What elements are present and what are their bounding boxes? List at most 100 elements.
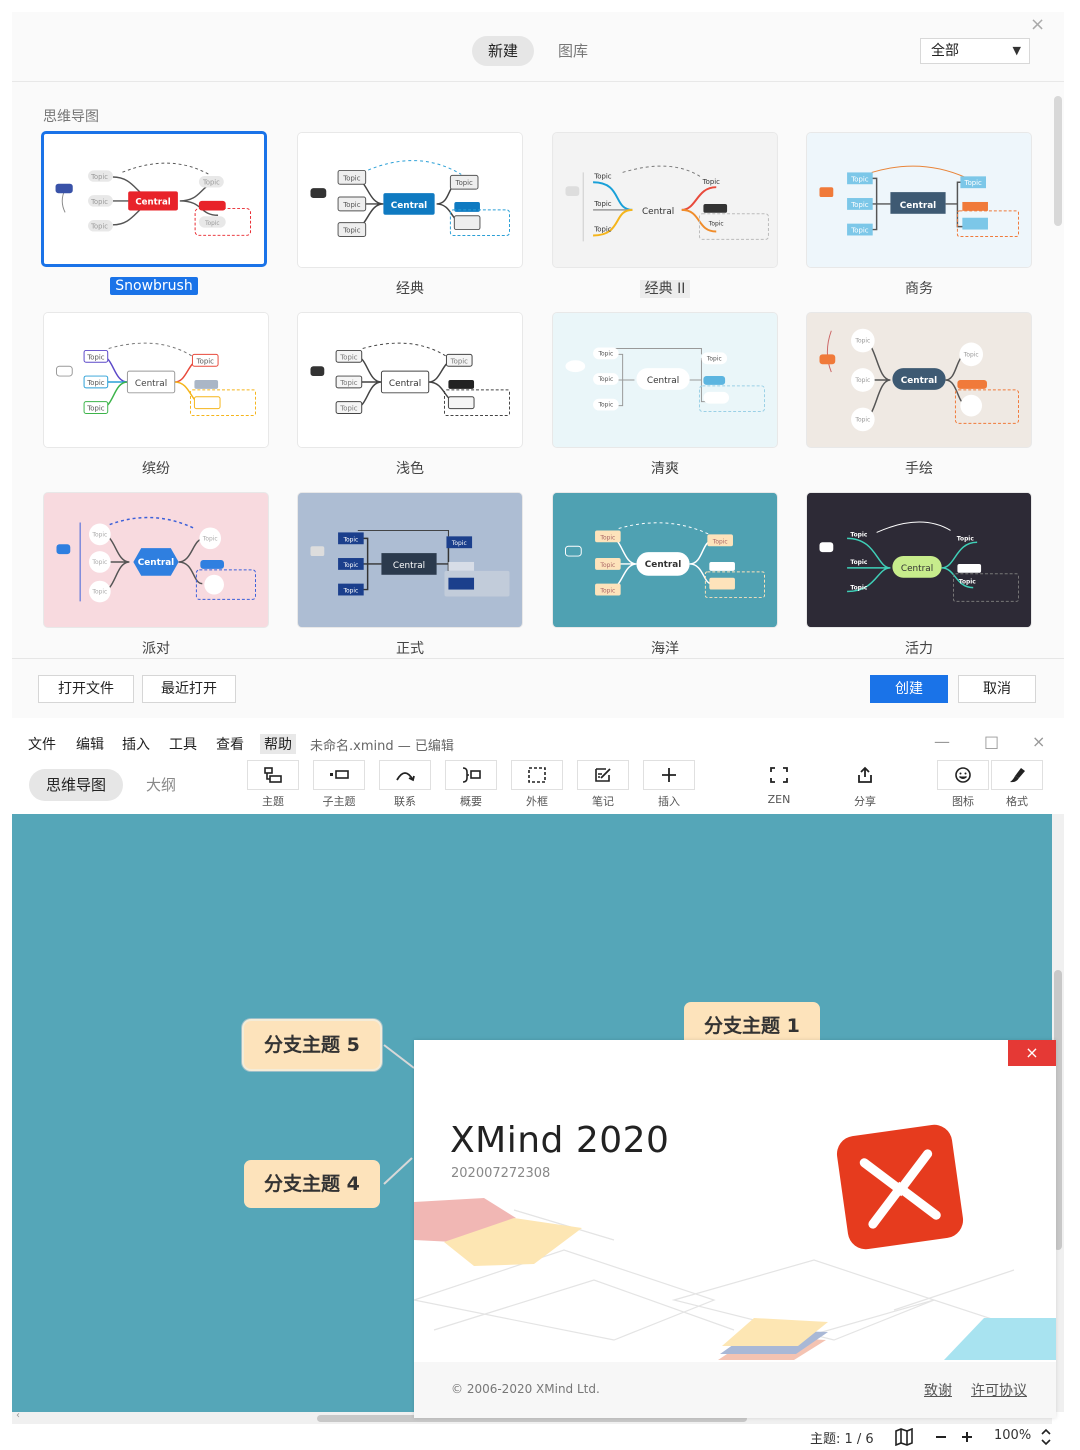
svg-text:Topic: Topic	[86, 405, 105, 413]
tab-mind-map[interactable]: 思维导图	[29, 769, 124, 801]
format-panel-button[interactable]: 格式	[990, 760, 1044, 809]
minimize-icon[interactable]: —	[934, 732, 950, 751]
scrollbar-thumb[interactable]	[1054, 970, 1062, 1250]
close-window-icon[interactable]: ×	[1032, 732, 1046, 751]
dialog-header: 新建 图库 全部 ▼ ×	[12, 12, 1064, 82]
license-link[interactable]: 许可协议	[971, 1383, 1027, 1399]
close-icon[interactable]: ×	[1008, 1040, 1056, 1066]
template-card-formal[interactable]: Topic Topic Topic Topic Central	[297, 492, 523, 628]
svg-text:Topic: Topic	[706, 356, 722, 362]
menu-file[interactable]: 文件	[28, 737, 56, 753]
template-card-colorful[interactable]: Topic Topic Topic Topic Central	[43, 312, 269, 448]
menu-tools[interactable]: 工具	[169, 737, 197, 753]
zoom-stepper-icon[interactable]	[1040, 1427, 1052, 1447]
open-file-button[interactable]: 打开文件	[38, 675, 134, 703]
subtopic-button[interactable]: 子主题	[312, 760, 366, 809]
tab-library[interactable]: 图库	[558, 42, 589, 60]
create-button[interactable]: 创建	[870, 675, 948, 703]
note-button[interactable]: 笔记	[576, 760, 630, 809]
chevron-down-icon: ▼	[1012, 44, 1021, 57]
dialog-footer: 打开文件 最近打开 创建 取消	[12, 658, 1064, 718]
scrollbar-thumb[interactable]	[1054, 96, 1062, 226]
svg-text:Topic: Topic	[957, 536, 975, 542]
summary-button[interactable]: 概要	[444, 760, 498, 809]
status-bar: 主题: 1 / 6 100%	[12, 1424, 1064, 1450]
share-button[interactable]: 分享	[838, 760, 892, 809]
template-card-classic-ii[interactable]: Topic Topic Topic Topic Topic Central	[552, 132, 778, 268]
topic-button[interactable]: 主题	[246, 760, 300, 809]
template-label-fresh[interactable]: 清爽	[651, 461, 679, 477]
template-label-business[interactable]: 商务	[905, 281, 933, 297]
zoom-level[interactable]: 100%	[994, 1428, 1032, 1443]
icon-panel-button[interactable]: 图标	[936, 760, 990, 809]
svg-text:Topic: Topic	[597, 403, 613, 409]
template-card-snowbrush[interactable]: Topic Topic Topic Topic Topic Central	[41, 131, 267, 267]
boundary-button[interactable]: 外框	[510, 760, 564, 809]
svg-text:Topic: Topic	[339, 353, 358, 361]
template-label-colorful[interactable]: 缤纷	[142, 461, 170, 477]
template-card-business[interactable]: Topic Topic Topic Topic Central	[806, 132, 1032, 268]
svg-text:Topic: Topic	[850, 532, 868, 538]
svg-text:Topic: Topic	[90, 223, 108, 231]
business-preview: Topic Topic Topic Topic Central	[807, 133, 1031, 267]
template-label-hand-drawn[interactable]: 手绘	[905, 461, 933, 477]
menu-insert[interactable]: 插入	[122, 737, 150, 753]
credits-link[interactable]: 致谢	[924, 1383, 952, 1399]
close-icon[interactable]: ×	[1030, 14, 1046, 35]
cancel-button[interactable]: 取消	[958, 675, 1036, 703]
zoom-in-icon[interactable]	[958, 1428, 976, 1446]
template-label-classic-ii[interactable]: 经典 II	[552, 278, 778, 298]
template-card-party[interactable]: Topic Topic Topic Topic Central	[43, 492, 269, 628]
template-label-snowbrush[interactable]: Snowbrush	[41, 277, 267, 295]
branch-topic-4[interactable]: 分支主题 4	[244, 1160, 380, 1208]
svg-text:Topic: Topic	[963, 352, 979, 358]
svg-text:Topic: Topic	[599, 563, 615, 569]
summary-icon	[462, 767, 481, 783]
filter-select[interactable]: 全部 ▼	[920, 38, 1030, 64]
menu-edit[interactable]: 编辑	[76, 737, 104, 753]
zen-label: ZEN	[767, 793, 791, 806]
template-card-vibrant[interactable]: Topic Topic Topic Topic Topic Central	[806, 492, 1032, 628]
build-number: 202007272308	[451, 1166, 551, 1181]
insert-button[interactable]: 插入	[642, 760, 696, 809]
template-label-vibrant[interactable]: 活力	[905, 641, 933, 657]
template-label-formal[interactable]: 正式	[396, 641, 424, 657]
chevron-left-icon[interactable]: ‹	[16, 1410, 20, 1421]
smiley-icon	[955, 767, 971, 783]
toolbar: 思维导图 大纲 主题 子主题 联系 概要 外框 笔记 插入	[12, 758, 1064, 814]
dialog-scrollbar[interactable]	[1052, 86, 1062, 656]
template-label-ocean[interactable]: 海洋	[651, 641, 679, 657]
template-card-light[interactable]: Topic Topic Topic Topic Central	[297, 312, 523, 448]
template-card-classic[interactable]: Topic Topic Topic Topic Central	[297, 132, 523, 268]
section-title: 思维导图	[43, 109, 99, 125]
menu-help[interactable]: 帮助	[260, 734, 296, 754]
svg-text:Topic: Topic	[959, 580, 977, 586]
svg-text:Topic: Topic	[854, 417, 870, 423]
svg-text:Topic: Topic	[342, 589, 358, 595]
zen-button[interactable]: ZEN	[752, 760, 806, 806]
vibrant-preview: Topic Topic Topic Topic Topic Central	[807, 493, 1031, 627]
colorful-preview: Topic Topic Topic Topic Central	[44, 313, 268, 447]
maximize-icon[interactable]: □	[984, 732, 1000, 751]
template-card-hand-drawn[interactable]: Topic Topic Topic Topic Central	[806, 312, 1032, 448]
relationship-button[interactable]: 联系	[378, 760, 432, 809]
tab-outline[interactable]: 大纲	[146, 776, 177, 794]
template-label-light[interactable]: 浅色	[396, 461, 424, 477]
scrollbar-thumb[interactable]	[317, 1415, 747, 1422]
splash-illustration	[414, 1198, 1056, 1360]
menu-view[interactable]: 查看	[216, 737, 244, 753]
formal-preview: Topic Topic Topic Topic Central	[298, 493, 522, 627]
recent-files-button[interactable]: 最近打开	[142, 675, 236, 703]
tab-new[interactable]: 新建	[472, 36, 535, 66]
svg-text:Topic: Topic	[597, 377, 613, 383]
map-book-icon[interactable]	[894, 1428, 914, 1446]
template-label-classic[interactable]: 经典	[396, 281, 424, 297]
template-card-fresh[interactable]: Topic Topic Topic Topic Central	[552, 312, 778, 448]
central-label: Central	[393, 561, 425, 571]
branch-topic-5[interactable]: 分支主题 5	[244, 1021, 380, 1069]
zoom-out-icon[interactable]	[932, 1428, 950, 1446]
subtopic-icon	[330, 770, 349, 779]
relationship-icon	[396, 772, 415, 782]
template-card-ocean[interactable]: Topic Topic Topic Topic Central	[552, 492, 778, 628]
template-label-party[interactable]: 派对	[142, 641, 170, 657]
